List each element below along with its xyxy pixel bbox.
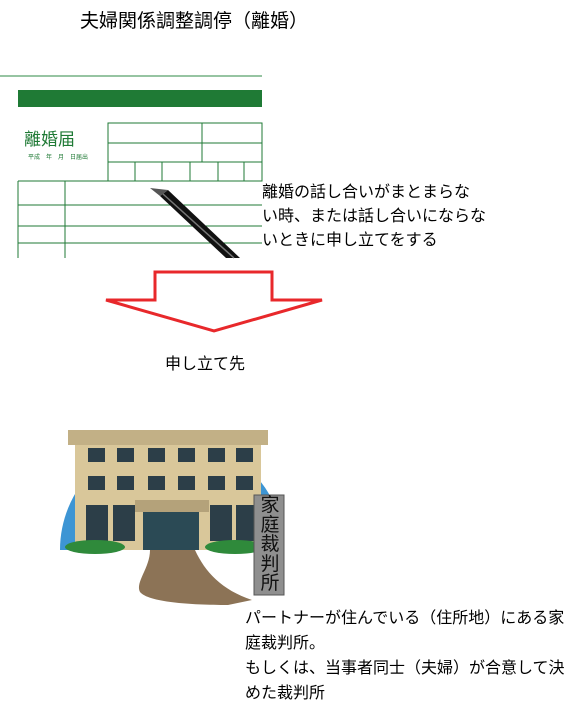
- shrub-left: [65, 540, 125, 554]
- entrance-canopy: [135, 500, 209, 512]
- description-line: いときに申し立てをする: [262, 230, 438, 249]
- court-location-text: パートナーが住んでいる（住所地）にある家 庭裁判所。 もしくは、当事者同士（夫婦…: [245, 605, 565, 705]
- description-text: 離婚の話し合いがまとまらな い時、または話し合いにならな いときに申し立てをする: [262, 180, 532, 252]
- court-location-line: 庭裁判所。: [245, 633, 326, 652]
- court-building-illustration: [60, 430, 285, 605]
- entrance-door: [143, 512, 199, 550]
- court-location-line: もしくは、当事者同士（夫婦）が合意して決: [245, 658, 565, 677]
- court-sign-char: 裁: [260, 533, 280, 555]
- court-sign-char: 庭: [260, 513, 280, 536]
- down-arrow-icon: [105, 270, 323, 333]
- description-line: い時、または話し合いにならな: [262, 206, 487, 225]
- page-title: 夫婦関係調整調停（離婚）: [80, 10, 309, 32]
- court-location-line: パートナーが住んでいる（住所地）にある家: [245, 608, 565, 627]
- court-location-line: めた裁判所: [245, 683, 326, 702]
- building-windows: [86, 448, 256, 541]
- destination-label: 申し立て先: [165, 354, 246, 373]
- shrub-right: [205, 540, 265, 554]
- divorce-form-illustration: 離婚届 平成 年 月 日届出: [0, 75, 263, 259]
- court-sign: [253, 494, 285, 596]
- court-sign-char: 家: [260, 494, 280, 516]
- form-name-text: 離婚届: [24, 130, 75, 150]
- building-roof: [68, 430, 268, 445]
- court-sign-char: 所: [260, 572, 280, 594]
- walkway-path: [138, 550, 252, 605]
- form-date-line: 平成 年 月 日届出: [28, 153, 88, 161]
- form-grid-upper: [107, 122, 263, 182]
- description-line: 離婚の話し合いがまとまらな: [262, 182, 471, 201]
- court-sign-label: 家 庭 裁 判 所: [258, 494, 282, 594]
- pen-icon: [150, 188, 240, 259]
- form-header-bar: [18, 90, 262, 107]
- court-sign-char: 判: [260, 552, 280, 575]
